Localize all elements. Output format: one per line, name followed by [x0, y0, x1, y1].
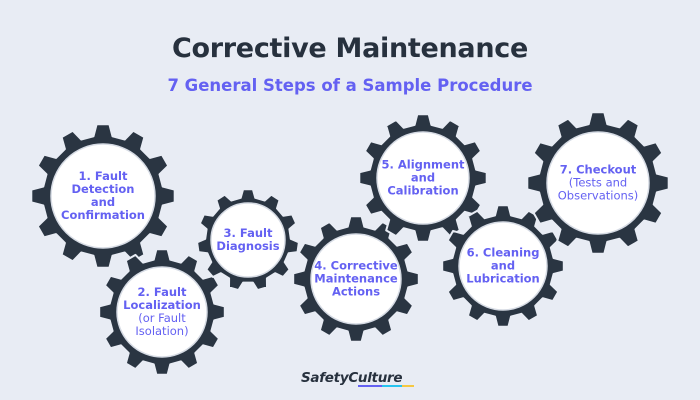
step-title-line: 5. Alignment: [381, 157, 465, 172]
page-title: Corrective Maintenance: [172, 33, 528, 64]
step-title-line: 7. Checkout: [559, 162, 637, 177]
logo-underline-yellow: [402, 385, 414, 387]
step-title-line: 3. Fault: [223, 226, 273, 240]
gear-face: [546, 131, 650, 235]
logo-underline-cyan: [382, 385, 402, 387]
step-note-line: (Tests and: [568, 175, 628, 190]
safetyculture-logo: SafetyCulture: [301, 370, 403, 386]
step-title-line: Lubrication: [466, 271, 540, 286]
step-title-line: 2. Fault: [137, 285, 187, 299]
step-title-line: Calibration: [387, 183, 459, 198]
step-title-line: 4. Corrective: [314, 258, 398, 273]
gear-face: [458, 221, 548, 311]
step-title-line: Diagnosis: [216, 239, 280, 253]
step-title-line: and: [490, 258, 516, 273]
step-title-line: 1. Fault: [78, 169, 128, 183]
gear-face: [116, 266, 208, 358]
step-note-line: (or Fault: [138, 311, 186, 325]
step-title-line: 6. Cleaning: [466, 245, 540, 260]
gear-face: [210, 202, 286, 278]
gear-6: [441, 204, 565, 328]
gear-1: [30, 123, 176, 269]
gear-face: [50, 143, 156, 249]
step-note-line: Isolation): [135, 324, 189, 338]
step-title-line: and: [90, 195, 116, 209]
step-title-line: Actions: [331, 284, 381, 299]
gear-4: [292, 215, 420, 343]
gear-7: [526, 111, 670, 255]
page-subtitle: 7 General Steps of a Sample Procedure: [167, 76, 533, 95]
step-title-line: Detection: [71, 182, 135, 196]
gear-2: [98, 248, 226, 376]
step-title-line: Confirmation: [61, 208, 145, 222]
step-title-line: Maintenance: [314, 271, 398, 286]
gear-face: [376, 131, 470, 225]
step-title-line: Localization: [123, 298, 201, 312]
gear-3: [196, 188, 300, 292]
gear-5: [358, 113, 488, 243]
gear-face: [310, 233, 402, 325]
step-note-line: Observations): [557, 188, 639, 203]
logo-underline-purple: [358, 385, 382, 387]
step-title-line: and: [410, 170, 436, 185]
